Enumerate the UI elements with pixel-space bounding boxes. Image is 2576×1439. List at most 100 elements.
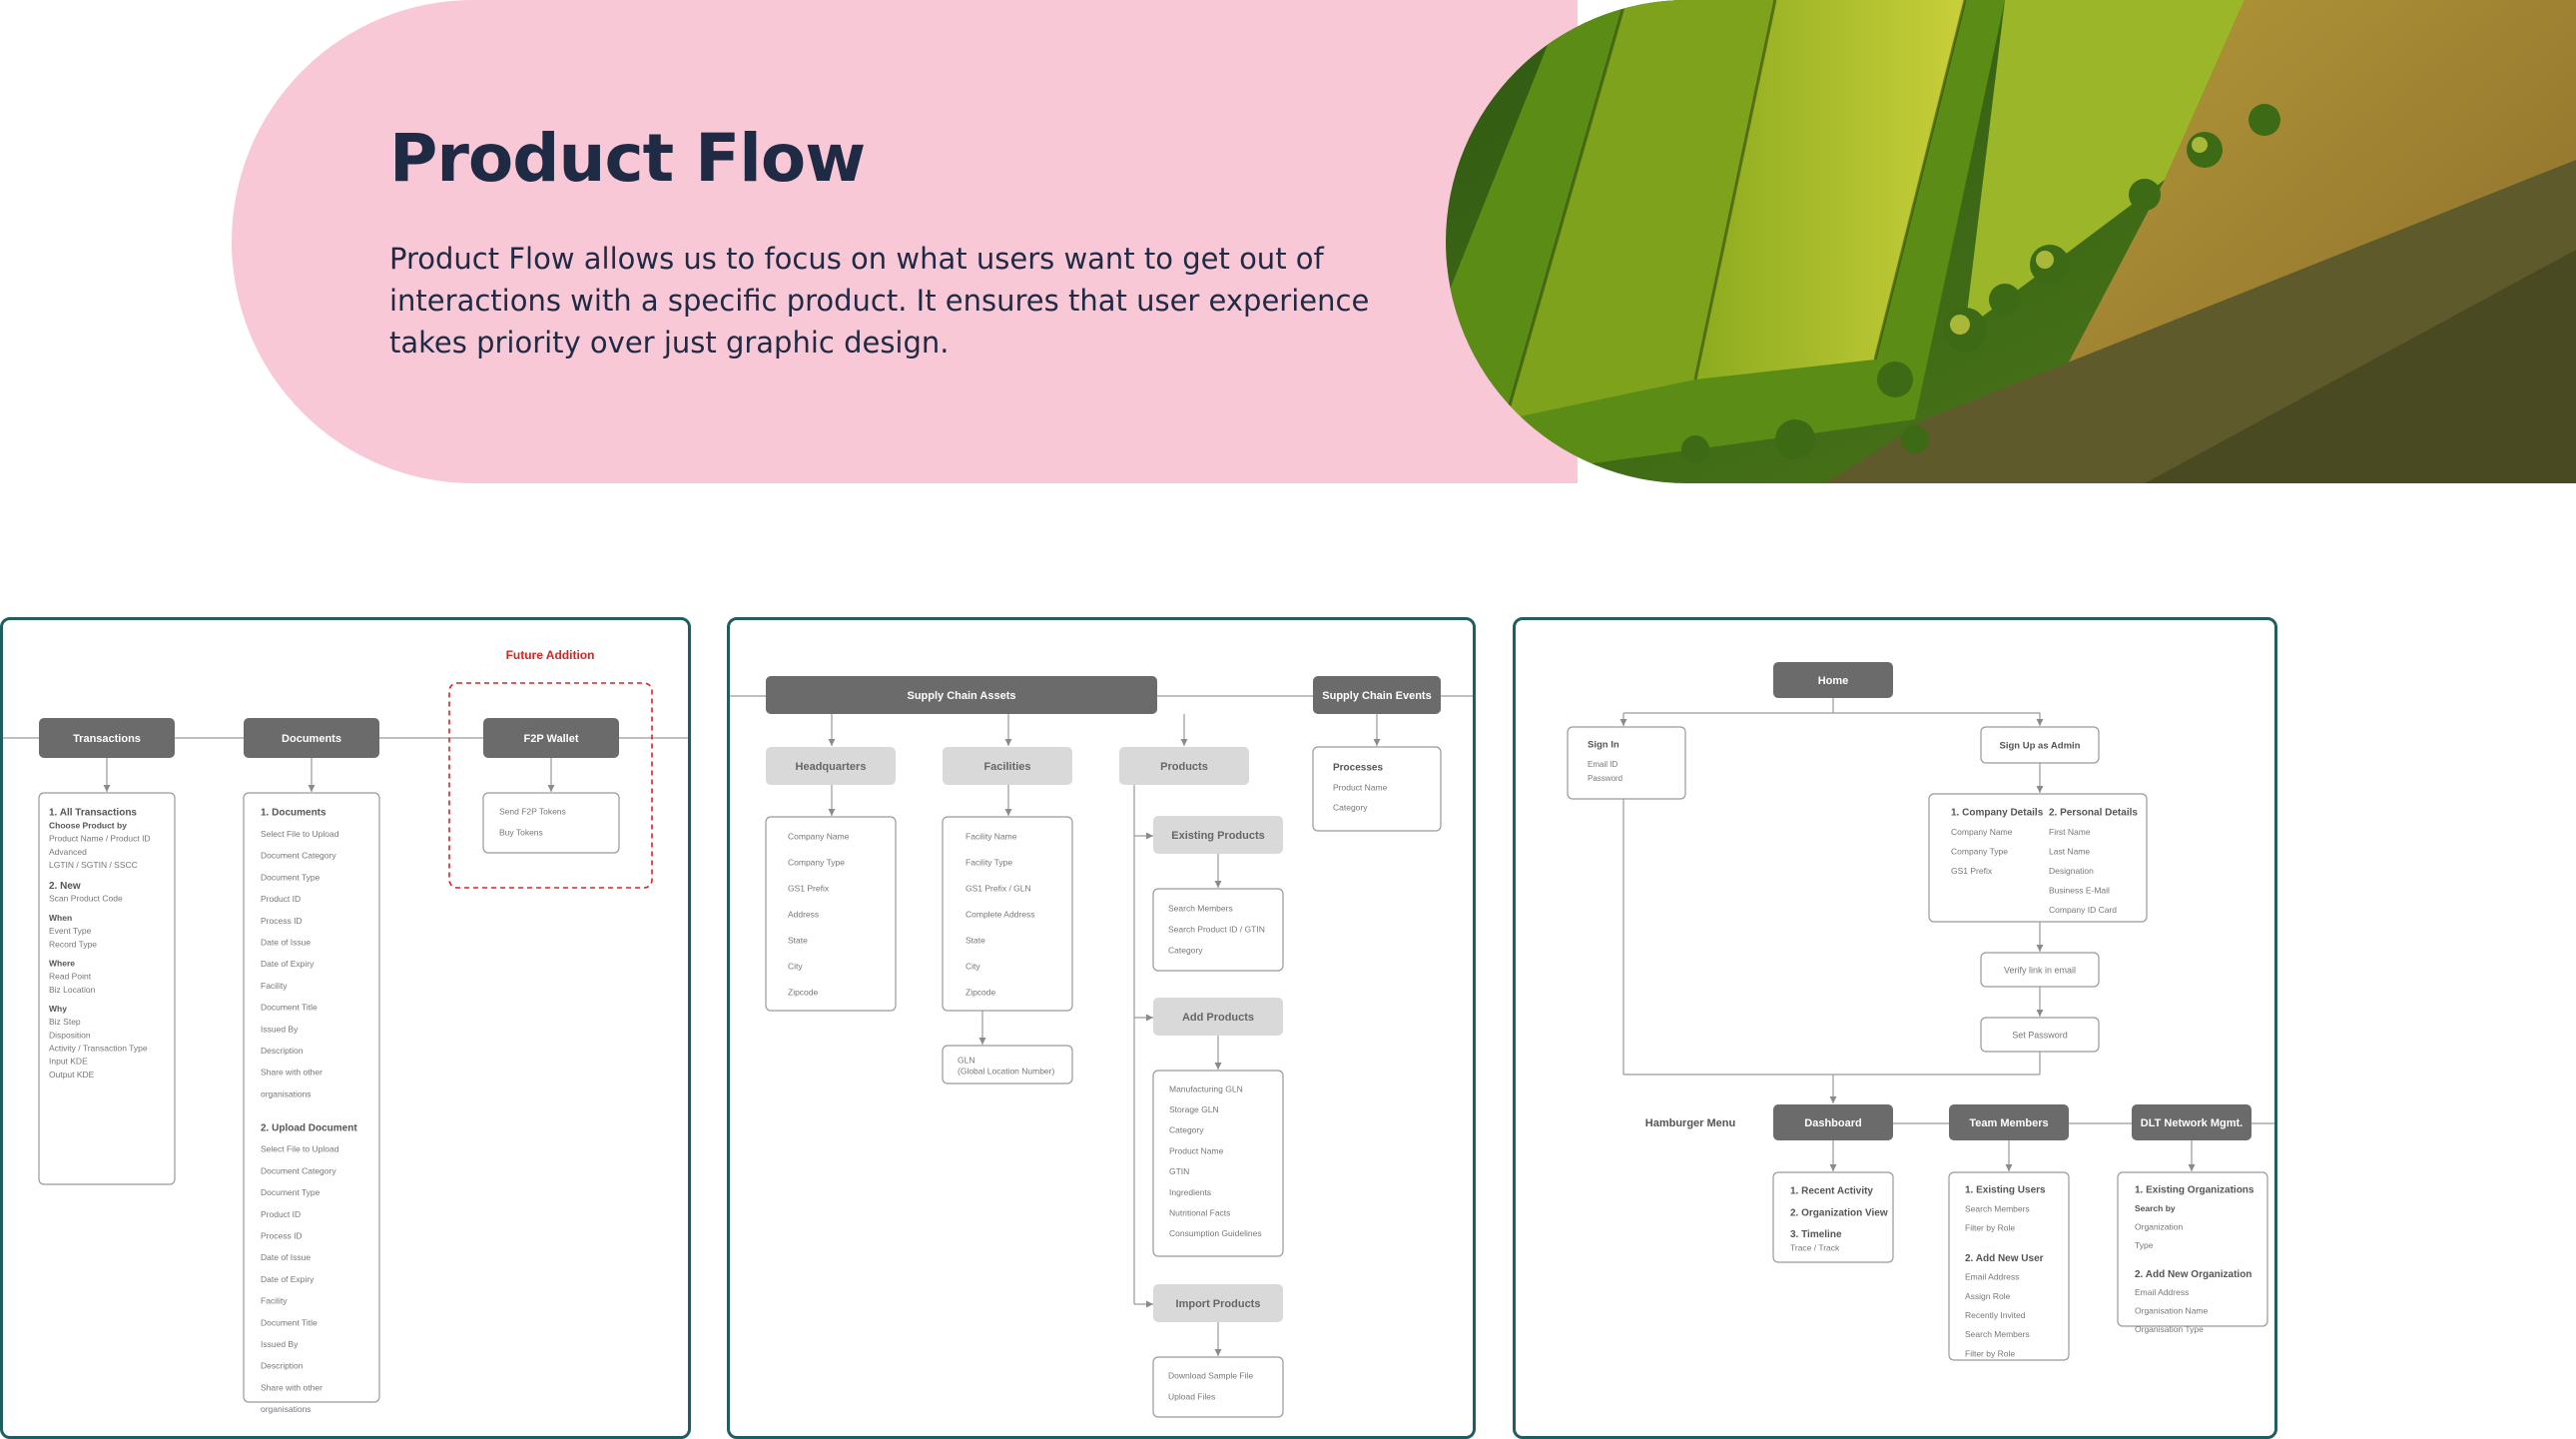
arrow-head <box>1180 739 1188 746</box>
supply-chain-assets-node-label: Supply Chain Assets <box>907 690 1015 702</box>
add-products-text: Category <box>1169 1125 1204 1135</box>
documents-detail-text: Date of Expiry <box>261 959 315 969</box>
arrow-head <box>2005 1164 2013 1171</box>
events-box <box>1312 746 1442 832</box>
dlt-network-node <box>2132 1104 2252 1140</box>
facilities-text: Facility Type <box>966 857 1012 867</box>
documents-detail-text: 2. Upload Document <box>261 1122 357 1133</box>
transactions-node-label: Transactions <box>73 733 141 745</box>
team-members-text: Recently Invited <box>1965 1310 2026 1320</box>
supply-chain-events-node-label: Supply Chain Events <box>1322 690 1431 702</box>
headquarters-text: State <box>788 935 808 945</box>
documents-detail-text: Document Type <box>261 1187 321 1197</box>
team-members-text: 1. Existing Users <box>1965 1185 2046 1196</box>
documents-detail-text: Date of Issue <box>261 1252 311 1262</box>
dlt-network-text: Search by <box>2135 1203 2176 1213</box>
documents-detail-text: Select File to Upload <box>261 1144 339 1154</box>
add-products-text: Storage GLN <box>1169 1104 1219 1114</box>
transactions-detail-text: Why <box>49 1004 67 1014</box>
f2p-wallet-node-label: F2P Wallet <box>523 733 578 745</box>
arrow-head <box>1619 719 1627 726</box>
import-products-text: Download Sample File <box>1168 1370 1253 1380</box>
documents-detail-text: Share with other <box>261 1382 322 1392</box>
team-members-node <box>1949 1104 2069 1140</box>
team-members-text: 2. Add New User <box>1965 1253 2044 1264</box>
documents-detail-text: Process ID <box>261 1230 303 1240</box>
arrow-head <box>2036 1010 2044 1017</box>
facilities-node-label: Facilities <box>983 761 1030 773</box>
dlt-network-text: Organisation Type <box>2135 1324 2204 1334</box>
aerial-field-photo <box>1446 0 2576 483</box>
verify-node-label: Verify link in email <box>2004 965 2076 975</box>
products-node <box>1119 747 1249 785</box>
arrow-head <box>1829 1164 1837 1171</box>
facilities-node <box>943 747 1072 785</box>
headquarters-text: Address <box>788 909 819 919</box>
dashboard-node <box>1773 1104 1893 1140</box>
home-node-label: Home <box>1818 675 1849 687</box>
arrow-head <box>547 785 555 792</box>
f2p-wallet-node <box>483 718 619 758</box>
transactions-detail-text: 2. New <box>49 881 81 892</box>
team-members-text: Search Members <box>1965 1329 2030 1339</box>
arrow-head <box>2188 1164 2196 1171</box>
headquarters-text: Zipcode <box>788 987 819 997</box>
documents-detail-text: Date of Expiry <box>261 1274 315 1284</box>
supply-chain-assets-node <box>766 676 1157 714</box>
facilities-text: GS1 Prefix / GLN <box>966 883 1031 893</box>
documents-detail-text: Issued By <box>261 1339 299 1349</box>
documents-detail-text: Share with other <box>261 1068 322 1078</box>
arrow-head <box>2036 719 2044 726</box>
documents-detail-text: Facility <box>261 1296 288 1306</box>
dlt-network-text: Type <box>2135 1240 2154 1250</box>
headquarters-text: Company Name <box>788 831 850 841</box>
set-password-node-label: Set Password <box>2012 1030 2068 1040</box>
arrow-head <box>2036 786 2044 793</box>
transactions-detail-text: Scan Product Code <box>49 894 123 904</box>
documents-detail-text: Issued By <box>261 1024 299 1034</box>
transactions-detail-text: Output KDE <box>49 1070 95 1079</box>
dlt-network-text: 1. Existing Organizations <box>2135 1185 2254 1196</box>
hamburger-menu-label: Hamburger Menu <box>1645 1117 1735 1129</box>
add-products-node-label: Add Products <box>1182 1012 1254 1024</box>
personal-details-text: Last Name <box>2049 846 2090 856</box>
documents-detail-text: Description <box>261 1046 304 1056</box>
future-addition-frame <box>448 682 653 889</box>
facilities-box <box>942 816 1073 1012</box>
transactions-detail-text: Disposition <box>49 1030 91 1040</box>
documents-node-label: Documents <box>282 733 341 745</box>
supply-chain-events-node <box>1313 676 1441 714</box>
documents-detail-text: Facility <box>261 981 288 991</box>
dlt-network-box <box>2117 1171 2268 1327</box>
transactions-detail-text: 1. All Transactions <box>49 808 137 819</box>
add-products-text: Product Name <box>1169 1145 1224 1155</box>
headquarters-node <box>766 747 896 785</box>
transactions-detail-text: Biz Location <box>49 985 96 995</box>
documents-detail-text: Document Category <box>261 851 336 861</box>
arrow-head <box>1214 1349 1222 1356</box>
add-products-text: Manufacturing GLN <box>1169 1083 1243 1093</box>
transactions-node <box>39 718 175 758</box>
import-products-node <box>1153 1284 1283 1322</box>
team-members-box <box>1948 1171 2070 1361</box>
dlt-network-text: 2. Add New Organization <box>2135 1269 2252 1280</box>
dashboard-box <box>1772 1171 1894 1263</box>
dashboard-text: Trace / Track <box>1790 1243 1840 1253</box>
arrow-head <box>308 785 316 792</box>
gln-box <box>942 1045 1073 1084</box>
documents-detail-text: Document Category <box>261 1165 336 1175</box>
personal-details-text: Business E-Mail <box>2049 885 2110 895</box>
team-members-text: Assign Role <box>1965 1291 2011 1301</box>
existing-products-text: Category <box>1168 945 1203 955</box>
documents-detail-text: organisations <box>261 1404 312 1414</box>
transactions-detail-text: Product Name / Product ID <box>49 834 151 844</box>
add-products-text: GTIN <box>1169 1166 1189 1176</box>
dashboard-text: 1. Recent Activity <box>1790 1186 1873 1197</box>
import-products-text: Upload Files <box>1168 1391 1215 1401</box>
gln-text: (Global Location Number) <box>958 1066 1054 1076</box>
headquarters-box <box>765 816 897 1012</box>
